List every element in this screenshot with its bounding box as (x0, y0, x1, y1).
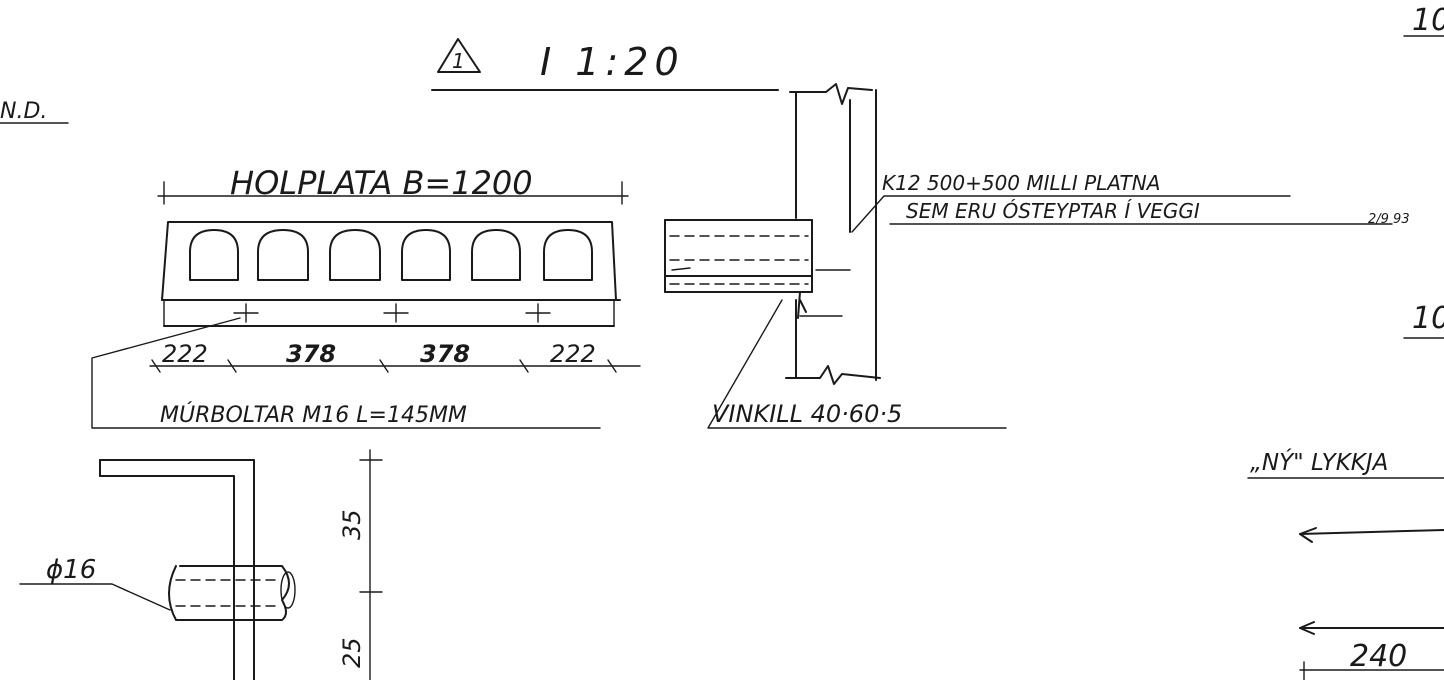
note-leader (851, 195, 1291, 233)
partial-mid-right-text: 10 (1412, 301, 1444, 336)
wall-connection-detail: K12 500+500 MILLI PLATNA SEM ERU ÓSTEYPT… (664, 83, 1410, 429)
bolt-label: MÚRBOLTAR M16 L=145MM (160, 402, 467, 428)
hollow-core-slab: HOLPLATA B=1200 (91, 164, 641, 429)
note-line-1: K12 500+500 MILLI PLATNA (882, 171, 1160, 195)
section-title: I 1:20 (540, 40, 685, 84)
dim-240: 240 (1350, 639, 1407, 674)
angle-steel (777, 291, 807, 319)
wall-outline (789, 83, 873, 105)
slab-hollow-cores (189, 229, 593, 281)
bolt-leader (91, 317, 601, 429)
dim-378-a: 378 (286, 340, 336, 368)
phi-leader (19, 583, 171, 611)
dim-222-left: 222 (162, 340, 208, 368)
angle-label: VINKILL 40·60·5 (712, 400, 902, 428)
partial-left-text: N.D. (0, 99, 47, 124)
note-date: 2/9 93 (1368, 212, 1410, 227)
dim-378-b: 378 (420, 340, 470, 368)
note-line-2: SEM ERU ÓSTEYPTAR Í VEGGI (906, 199, 1200, 223)
dim-35: 35 (338, 509, 366, 540)
bolt-detail: ϕ16 35 25 (19, 449, 383, 680)
bolt-markers (233, 303, 551, 323)
revision-triangle (437, 38, 481, 73)
partial-top-right-text: 10 (1412, 3, 1444, 38)
revision-number: 1 (452, 49, 465, 73)
dim-222-right: 222 (550, 340, 596, 368)
dim-25: 25 (338, 637, 366, 668)
pipe-sleeve (168, 565, 290, 621)
right-edge-arrows: 240 (1299, 527, 1444, 680)
section-title-group: 1 I 1:20 (431, 38, 779, 91)
partial-ny-lykkja-text: „NÝ" LYKKJA (1250, 448, 1388, 476)
angle-leader (707, 299, 1007, 429)
phi-label: ϕ16 (46, 555, 96, 585)
